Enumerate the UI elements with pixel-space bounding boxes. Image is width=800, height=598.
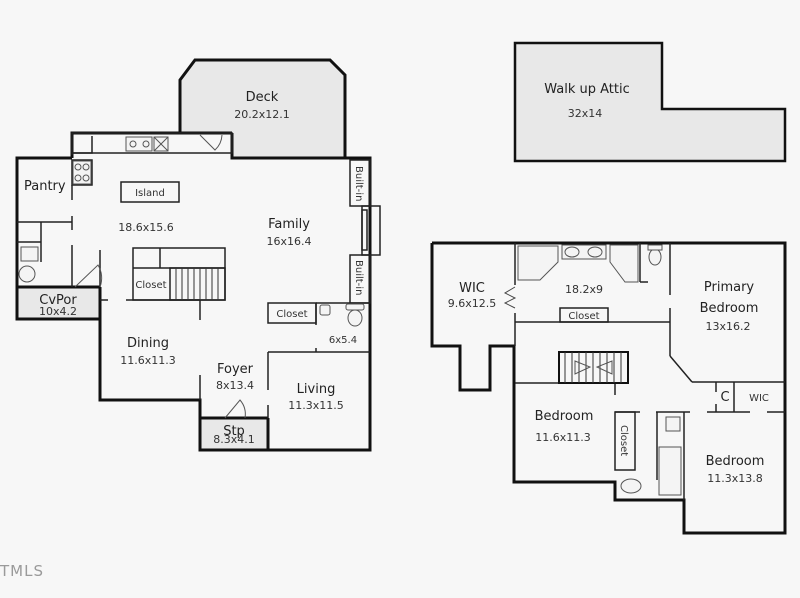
room-label: WIC — [749, 393, 769, 404]
room-label: Deck — [246, 90, 279, 105]
room-label: CvPor — [39, 293, 77, 308]
kitchen-sink-icon — [125, 136, 153, 152]
shower-icon — [609, 244, 639, 283]
dryer-icon — [18, 265, 36, 283]
front-door-icon — [224, 399, 246, 419]
room-dims: 8.3x4.1 — [213, 433, 255, 446]
room-label: Family — [268, 217, 310, 232]
room-dims: 13x16.2 — [706, 320, 751, 333]
room-dims: 11.3x13.8 — [707, 472, 763, 485]
sink-icon — [665, 416, 681, 432]
room-dims: 11.3x11.5 — [288, 399, 344, 412]
bifold-door-icon — [503, 286, 517, 309]
room-dims: 18.6x15.6 — [118, 221, 174, 234]
room-label: Built-in — [353, 166, 364, 201]
deck-door-icon — [199, 134, 223, 151]
room-dims: 20.2x12.1 — [234, 108, 290, 121]
upper-floor-exterior-walls — [430, 241, 787, 535]
room-dims: 8x13.4 — [216, 379, 254, 392]
stairs-icon — [558, 351, 629, 384]
stoop-area — [200, 418, 268, 450]
room-label: Built-in — [353, 260, 364, 295]
room-dims: 18.2x9 — [565, 283, 603, 296]
room-label: Living — [297, 382, 336, 397]
room-label: Closet — [568, 311, 599, 322]
watermark: TMLS — [0, 562, 44, 580]
island-counter — [120, 181, 180, 203]
room-label: Island — [135, 188, 165, 199]
toilet-icon — [620, 478, 642, 494]
room-label: Walk up Attic — [544, 82, 630, 97]
cooktop-icon — [72, 160, 92, 185]
room-label: Primary — [704, 280, 755, 295]
room-label: Bedroom — [700, 301, 759, 316]
room-label: Bedroom — [535, 409, 594, 424]
room-dims: 6x5.4 — [329, 335, 357, 346]
toilet-icon — [347, 309, 363, 327]
room-label: WIC — [459, 281, 485, 296]
room-label: Foyer — [217, 362, 254, 377]
stairs-icon — [169, 267, 226, 301]
washer-icon — [20, 246, 39, 262]
tub-icon — [658, 446, 682, 496]
room-label: Dining — [127, 336, 169, 351]
room-dims: 16x16.4 — [267, 235, 312, 248]
room-dims: 9.6x12.5 — [448, 297, 497, 310]
room-label: C — [720, 390, 729, 405]
bath-sink-icon — [319, 304, 331, 316]
room-dims: 32x14 — [568, 107, 603, 120]
upper-floor-fixtures — [503, 244, 682, 496]
room-label: Pantry — [24, 179, 66, 194]
toilet-icon — [648, 248, 662, 266]
room-label: Closet — [276, 309, 307, 320]
room-label: Stp — [223, 424, 245, 439]
room-dims: 11.6x11.3 — [535, 431, 591, 444]
room-label: Closet — [135, 280, 166, 291]
room-label: Closet — [618, 425, 629, 456]
room-dims: 10x4.2 — [39, 305, 77, 318]
closet-box — [614, 411, 636, 471]
main-floor-interior-walls — [17, 132, 381, 418]
room-label: Bedroom — [706, 454, 765, 469]
tub-icon — [517, 245, 559, 281]
room-dims: 11.6x11.3 — [120, 354, 176, 367]
attic-area — [513, 41, 787, 163]
cvpor-area — [17, 287, 100, 319]
cvpor-door-icon — [74, 264, 103, 288]
main-floor-fixtures — [18, 134, 365, 419]
